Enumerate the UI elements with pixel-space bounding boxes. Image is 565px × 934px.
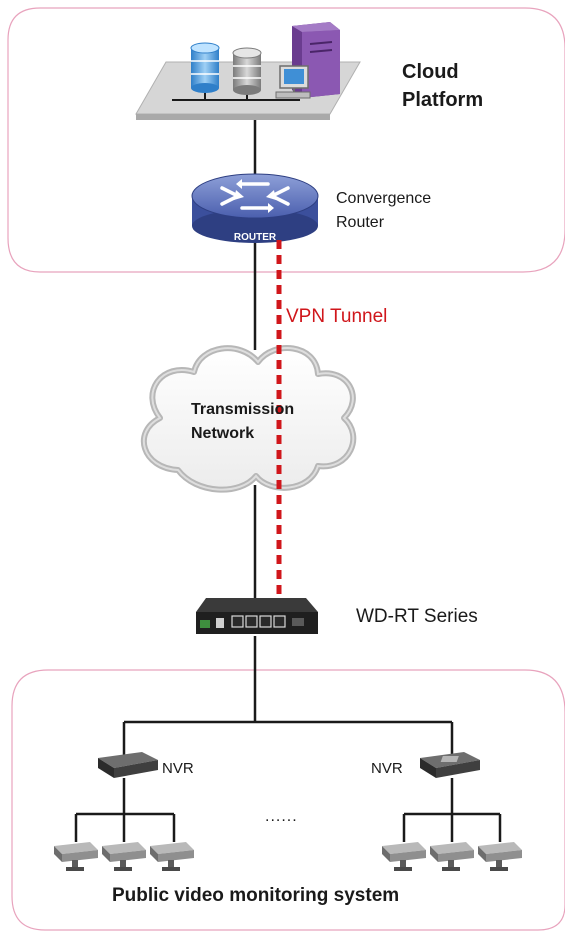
camera-icon: [54, 842, 98, 871]
cloud-platform-label: Cloud Platform: [402, 61, 484, 111]
database-icon: [190, 42, 220, 93]
convergence-router-label: Convergence Router: [336, 190, 432, 231]
gateway-device-icon: [196, 598, 318, 634]
gateway-label: WD-RT Series: [356, 606, 478, 627]
camera-tree-left: [74, 778, 176, 842]
monitoring-system-label: Public video monitoring system: [112, 885, 400, 906]
camera-icon: [382, 842, 426, 871]
ellipsis-label: ......: [265, 808, 298, 825]
computer-icon: [275, 65, 311, 99]
camera-icon: [150, 842, 194, 871]
cloud-platform-zone: [7, 7, 565, 273]
camera-icon: [102, 842, 146, 871]
nvr-right-label: NVR: [371, 760, 403, 777]
camera-icon: [478, 842, 522, 871]
router-icon: ROUTER: [191, 173, 319, 243]
router-device-text: ROUTER: [234, 232, 277, 243]
camera-tree-right: [402, 778, 502, 842]
nvr-left-label: NVR: [162, 760, 194, 777]
cloud-platform-icon: [135, 22, 361, 120]
transmission-network-label: Transmission Network: [191, 401, 295, 442]
nvr-left-icon: [98, 752, 158, 778]
vpn-tunnel-label: VPN Tunnel: [286, 306, 388, 327]
nvr-right-icon: [420, 752, 480, 778]
monitoring-zone: [11, 669, 565, 931]
storage-icon: [232, 47, 262, 95]
camera-icon: [430, 842, 474, 871]
